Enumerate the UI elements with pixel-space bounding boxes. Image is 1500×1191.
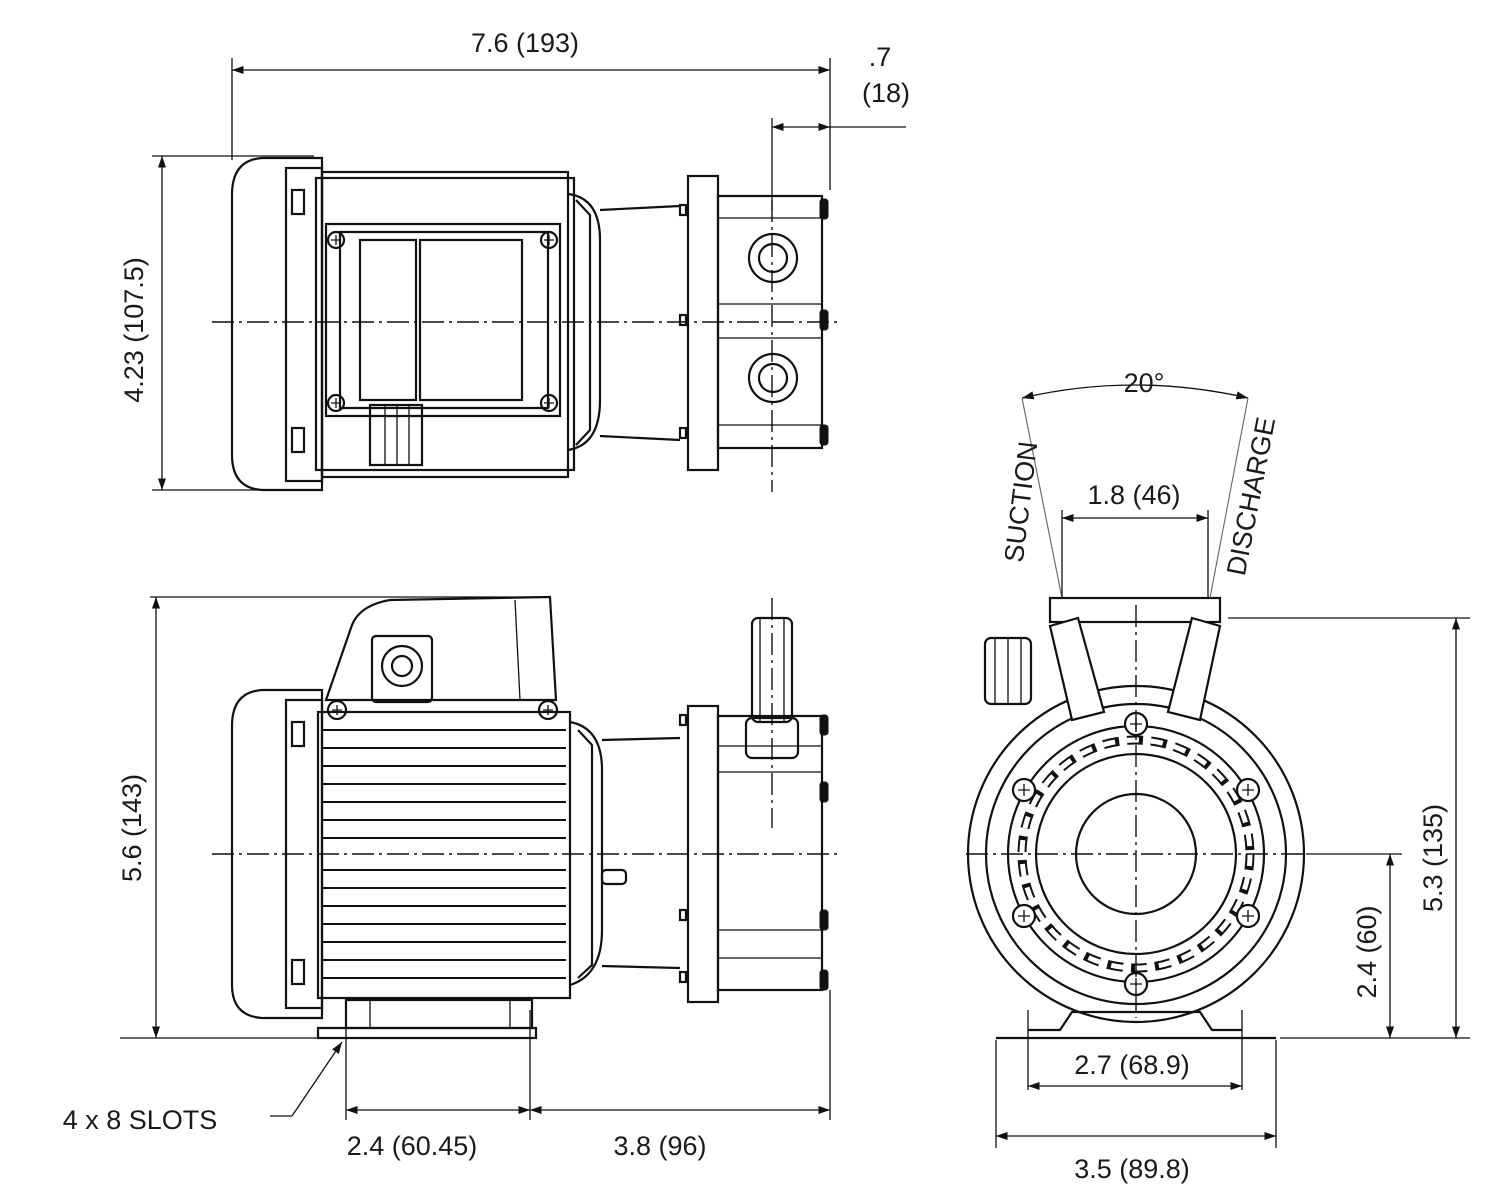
dim-front-view-height: 5.3 (135) [1418,804,1448,912]
dim-overall-length: 7.6 (193) [471,28,579,58]
dim-port-offset-in: .7 [869,42,892,72]
top-view [212,156,842,492]
dim-shaft-center-height: 2.4 (60) [1352,905,1382,998]
dim-top-view-height: 4.23 (107.5) [119,257,149,403]
label-discharge: DISCHARGE [1221,415,1281,578]
label-suction: SUCTION [999,440,1044,564]
dim-port-offset-mm: (18) [862,78,910,108]
cooling-fins [322,729,566,979]
dim-port-spacing: 1.8 (46) [1087,480,1180,510]
dim-foot-slot-spacing: 2.4 (60.45) [347,1131,478,1161]
dim-side-view-height: 5.6 (143) [117,774,147,882]
dim-foot-mount-spacing: 2.7 (68.9) [1074,1050,1190,1080]
dim-overall-base-width: 3.5 (89.8) [1074,1154,1190,1184]
dim-port-angle: 20° [1124,368,1165,398]
label-slots: 4 x 8 SLOTS [63,1105,218,1135]
screw-icon [1011,711,1261,997]
dimension-lines [120,58,1470,1148]
front-view [966,596,1306,1040]
screw-icon [326,230,559,413]
dim-foot-to-face: 3.8 (96) [613,1131,706,1161]
screw-icon [326,699,559,721]
side-view [212,595,842,1040]
